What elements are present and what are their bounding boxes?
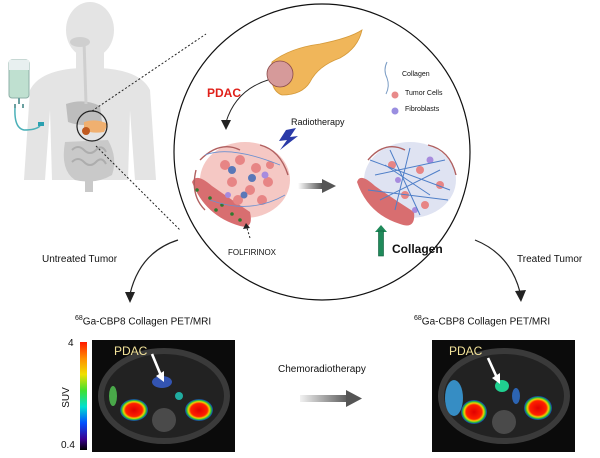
pdac-scan-label-untreated: PDAC (114, 344, 148, 358)
colorbar-max-label: 4 (68, 338, 74, 349)
panel-title-treated: 68Ga-CBP8 Collagen PET/MRI (414, 315, 550, 327)
untreated-branch-arrow (129, 239, 179, 295)
treated-branch-arrow (474, 239, 521, 293)
folfirinox-label: FOLFIRINOX (228, 248, 277, 257)
panel-title-text: Ga-CBP8 Collagen PET/MRI (421, 316, 551, 328)
treated-tumor-illustration (357, 142, 457, 226)
lightning-bolt-icon (279, 128, 298, 150)
legend-label-collagen: Collagen (402, 71, 430, 78)
digestive-organs-illustration (63, 37, 115, 192)
colorbar-axis-label: SUV (60, 387, 72, 408)
colorbar-min-label: 0.4 (61, 440, 75, 451)
iv-bag-icon (8, 59, 44, 131)
isotope-superscript: 68 (75, 315, 83, 322)
pdac-label: PDAC (207, 86, 242, 100)
zoom-line-top (91, 33, 207, 112)
chemoradiotherapy-label: Chemoradiotherapy (278, 364, 366, 375)
pdac-scan-label-treated: PDAC (449, 344, 483, 358)
untreated-tumor-illustration (192, 142, 290, 227)
legend-label-tumor-cells: Tumor Cells (405, 90, 443, 97)
pdac-arrow (225, 79, 269, 123)
treated-tumor-label: Treated Tumor (517, 254, 583, 265)
legend-fibroblast-icon (391, 107, 399, 115)
collagen-increase-arrow-icon (375, 225, 387, 257)
zoom-circle (173, 3, 471, 301)
isotope-superscript: 68 (414, 315, 422, 322)
chemoradiotherapy-arrow-shaft (300, 395, 348, 402)
legend-tumor-cell-icon (391, 91, 399, 99)
folfirinox-arrow (246, 227, 251, 239)
collagen-increase-label: Collagen (392, 242, 443, 256)
pet-mri-scan-untreated (92, 340, 235, 452)
suv-colorbar (80, 342, 87, 450)
legend-collagen-icon (384, 61, 389, 95)
pancreas-illustration (266, 29, 363, 96)
legend-label-fibroblasts: Fibroblasts (405, 106, 440, 113)
untreated-tumor-label: Untreated Tumor (42, 254, 118, 265)
panel-title-untreated: 68Ga-CBP8 Collagen PET/MRI (75, 315, 211, 327)
panel-title-text: Ga-CBP8 Collagen PET/MRI (82, 316, 212, 328)
progression-arrow-head (322, 179, 336, 193)
progression-arrow-shaft (298, 183, 322, 189)
chemoradiotherapy-arrow-head (346, 390, 362, 407)
radiotherapy-label: Radiotherapy (291, 117, 345, 127)
pet-mri-scan-treated (432, 340, 575, 452)
